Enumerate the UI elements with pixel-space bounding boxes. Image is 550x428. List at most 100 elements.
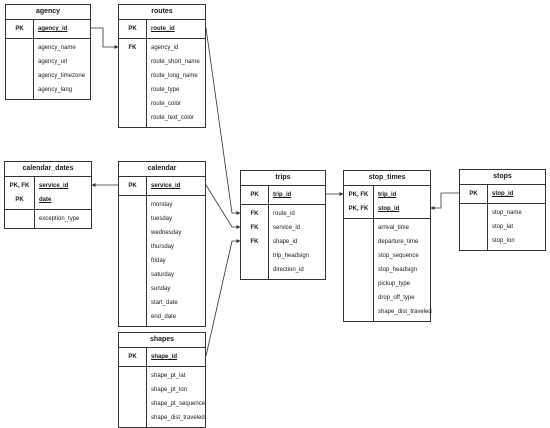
field-row: route_long_name xyxy=(119,69,205,83)
column-divider xyxy=(34,177,35,209)
field-name: wednesday xyxy=(151,230,182,236)
field-row: agency_name xyxy=(6,41,90,55)
field-row: pickup_type xyxy=(344,277,430,291)
field-row: arrival_time xyxy=(344,221,430,235)
column-divider xyxy=(373,219,374,321)
field-name: monday xyxy=(151,202,173,208)
field-name: route_short_name xyxy=(151,59,200,65)
field-name: agency_timezone xyxy=(38,73,86,79)
column-divider xyxy=(146,367,147,427)
field-row: friday xyxy=(119,254,205,268)
key-label: FK xyxy=(250,211,259,217)
field-name: drop_off_type xyxy=(378,295,415,301)
primary-key-field: stop_id xyxy=(378,206,400,212)
primary-key-field: stop_id xyxy=(492,191,514,197)
field-name: agency_id xyxy=(151,45,179,51)
field-row: start_date xyxy=(119,296,205,310)
field-name: route_long_name xyxy=(151,73,198,79)
primary-key-field: service_id xyxy=(151,183,181,189)
relationship-line xyxy=(205,184,241,229)
primary-key-section: PK service_id xyxy=(119,177,205,196)
relationship-line xyxy=(91,27,119,49)
table-title: stops xyxy=(460,170,545,185)
primary-key-section: PK stop_id xyxy=(460,185,545,204)
table-title: routes xyxy=(119,5,205,20)
field-name: direction_id xyxy=(273,267,304,273)
field-row: thursday xyxy=(119,240,205,254)
column-divider xyxy=(33,39,34,99)
key-label: PK, FK xyxy=(9,183,30,189)
pk-row: PK, FK service_id xyxy=(5,179,91,193)
field-row: sunday xyxy=(119,282,205,296)
primary-key-field: route_id xyxy=(151,26,175,32)
pk-row: PK service_id xyxy=(119,179,205,193)
field-name: stop_lon xyxy=(492,238,515,244)
field-name: agency_lang xyxy=(38,87,73,93)
field-name: route_text_color xyxy=(151,115,195,121)
field-row: shape_dist_traveled xyxy=(119,411,205,425)
column-divider xyxy=(373,186,374,218)
field-name: service_id xyxy=(273,225,301,231)
field-name: exception_type xyxy=(39,216,80,222)
field-row: stop_lon xyxy=(460,234,545,248)
column-divider xyxy=(146,196,147,326)
field-name: friday xyxy=(151,258,166,264)
primary-key-field: trip_id xyxy=(378,192,397,198)
field-row: agency_lang xyxy=(6,83,90,97)
fields-section: monday tuesday wednesday thursday friday satu… xyxy=(119,196,205,326)
field-name: stop_lat xyxy=(492,224,514,230)
column-divider xyxy=(146,39,147,127)
key-label: PK xyxy=(128,183,137,189)
field-row: agency_url xyxy=(6,55,90,69)
primary-key-field: shape_id xyxy=(151,354,178,360)
primary-key-field: service_id xyxy=(39,183,69,189)
relationship-line xyxy=(430,192,459,210)
field-name: stop_headsign xyxy=(378,267,418,273)
field-row: tuesday xyxy=(119,212,205,226)
key-label: PK xyxy=(469,191,478,197)
key-label: PK, FK xyxy=(348,192,369,198)
field-name: agency_url xyxy=(38,59,68,65)
field-name: trip_headsign xyxy=(273,253,310,259)
field-name: route_color xyxy=(151,101,182,107)
field-row: route_color xyxy=(119,97,205,111)
field-name: stop_name xyxy=(492,210,522,216)
field-row: route_type xyxy=(119,83,205,97)
pk-row: PK stop_id xyxy=(460,187,545,201)
field-row: shape_pt_sequence xyxy=(119,397,205,411)
table-title: calendar xyxy=(119,162,205,177)
field-name: shape_pt_lon xyxy=(151,387,188,393)
field-name: stop_sequence xyxy=(378,253,419,259)
fields-section: stop_name stop_lat stop_lon xyxy=(460,204,545,250)
primary-key-field: agency_id xyxy=(38,26,68,32)
field-row: saturday xyxy=(119,268,205,282)
field-row: shape_pt_lat xyxy=(119,369,205,383)
column-divider xyxy=(34,210,35,228)
field-name: shape_dist_traveled xyxy=(151,415,205,421)
primary-key-field: date xyxy=(39,197,52,203)
key-label: PK xyxy=(250,192,259,198)
field-name: shape_pt_lat xyxy=(151,373,186,379)
key-label: FK xyxy=(250,239,259,245)
field-row: shape_pt_lon xyxy=(119,383,205,397)
column-divider xyxy=(146,20,147,38)
